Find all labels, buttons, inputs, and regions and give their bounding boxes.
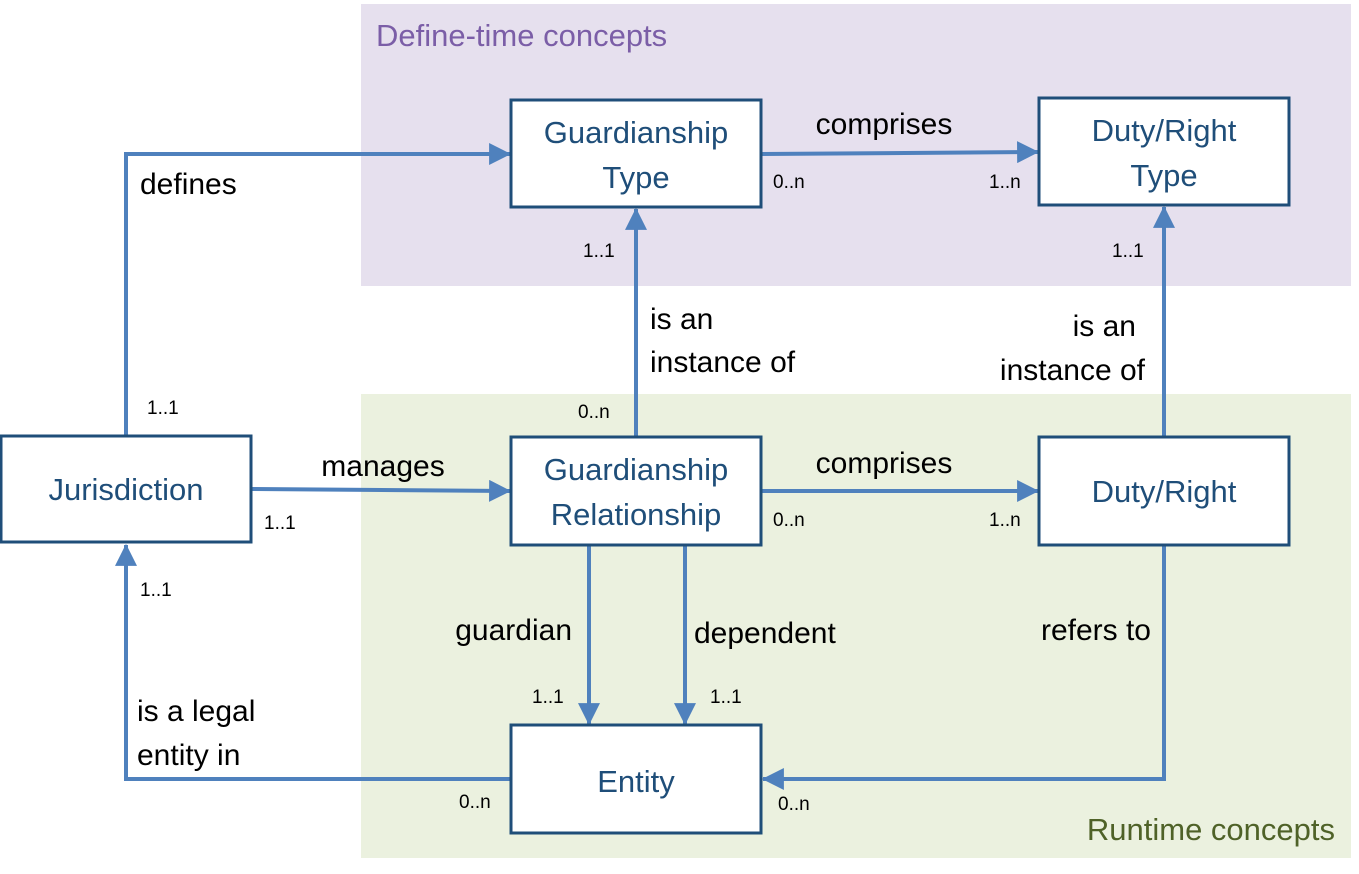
manages-label: manages	[321, 450, 444, 483]
dependent-target-mult: 1..1	[710, 687, 742, 708]
legal-entity-line2: entity in	[137, 739, 240, 772]
dr-instance-line2: instance of	[1000, 354, 1146, 387]
entity-label: Entity	[597, 764, 675, 799]
guardian-label: guardian	[455, 614, 572, 647]
gt-comprises-connector	[760, 141, 1040, 164]
duty-right-node[interactable]: Duty/Right	[1037, 435, 1291, 547]
refers-to-connector	[761, 546, 1166, 790]
legal-entity-target-mult: 1..1	[140, 580, 172, 601]
manages-connector	[250, 479, 512, 502]
legal-entity-source-mult: 0..n	[459, 792, 491, 813]
duty-right-label: Duty/Right	[1092, 474, 1237, 509]
gt-comprises-source-mult: 0..n	[773, 172, 805, 193]
guardianship-relationship-line2: Relationship	[551, 497, 722, 532]
dependent-label: dependent	[694, 617, 836, 650]
legal-entity-connector	[115, 543, 511, 781]
entity-node[interactable]: Entity	[509, 723, 763, 835]
guardianship-relationship-node[interactable]: Guardianship Relationship	[509, 435, 763, 547]
gr-comprises-source-mult: 0..n	[773, 510, 805, 531]
jurisdiction-node[interactable]: Jurisdiction	[0, 434, 253, 544]
gr-instance-source-mult: 0..n	[578, 402, 610, 423]
define-time-title: Define-time concepts	[376, 18, 667, 53]
gt-comprises-label: comprises	[816, 108, 953, 141]
guardianship-type-node[interactable]: Guardianship Type	[509, 98, 763, 209]
duty-right-type-line2: Type	[1130, 158, 1197, 193]
guardianship-type-line1: Guardianship	[544, 115, 728, 150]
defines-label: defines	[140, 168, 237, 201]
gr-instance-target-mult: 1..1	[583, 241, 615, 262]
dr-instance-line1: is an	[1073, 310, 1136, 343]
runtime-title: Runtime concepts	[1087, 812, 1335, 847]
gr-instance-line1: is an	[650, 303, 713, 336]
manages-source-mult: 1..1	[264, 513, 296, 534]
legal-entity-line1: is a legal	[137, 695, 255, 728]
dr-instance-target-mult: 1..1	[1112, 241, 1144, 262]
guardian-target-mult: 1..1	[532, 687, 564, 708]
gr-instance-line2: instance of	[650, 346, 796, 379]
gt-comprises-target-mult: 1..n	[989, 172, 1021, 193]
gr-comprises-label: comprises	[816, 447, 953, 480]
jurisdiction-label: Jurisdiction	[48, 472, 203, 507]
defines-source-mult: 1..1	[147, 398, 179, 419]
refers-to-label: refers to	[1041, 614, 1151, 647]
gr-comprises-target-mult: 1..n	[989, 510, 1021, 531]
defines-connector	[124, 143, 512, 436]
refers-to-target-mult: 0..n	[778, 794, 810, 815]
duty-right-type-line1: Duty/Right	[1092, 113, 1237, 148]
guardianship-type-line2: Type	[602, 160, 669, 195]
guardianship-relationship-line1: Guardianship	[544, 452, 728, 487]
duty-right-type-node[interactable]: Duty/Right Type	[1037, 96, 1291, 207]
